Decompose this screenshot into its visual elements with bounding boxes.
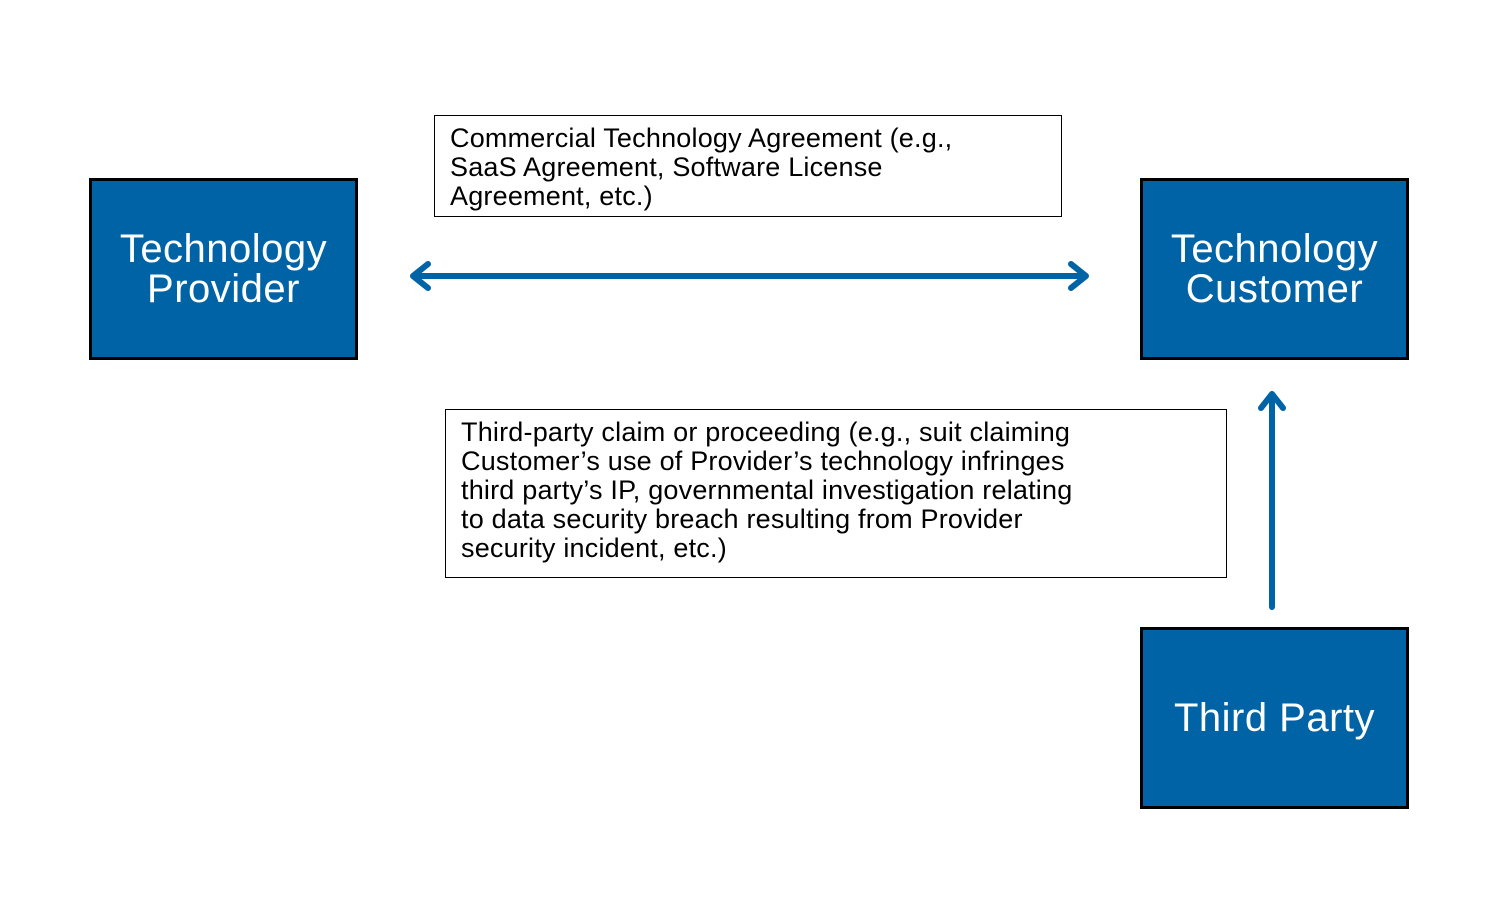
third-party-node: Third Party <box>1140 627 1409 809</box>
claim-note-line: security incident, etc.) <box>461 533 727 563</box>
claim-note-line: to data security breach resulting from P… <box>461 504 1023 534</box>
technology-customer-node: Technology Customer <box>1140 178 1409 360</box>
agreement-note-line: SaaS Agreement, Software License <box>450 152 883 182</box>
claim-note-line: Third-party claim or proceeding (e.g., s… <box>461 417 1071 447</box>
claim-note-line: third party’s IP, governmental investiga… <box>461 475 1073 505</box>
technology-provider-label: Technology Provider <box>119 227 328 311</box>
agreement-note-line: Agreement, etc.) <box>450 181 653 211</box>
claim-note: Third-party claim or proceeding (e.g., s… <box>445 409 1227 578</box>
claim-note-line: Customer’s use of Provider’s technology … <box>461 446 1065 476</box>
claim-connector <box>1258 391 1286 610</box>
claim-connector-arrowhead <box>1258 391 1286 411</box>
agreement-connector-right-arrowhead <box>1068 261 1089 291</box>
agreement-note-line: Commercial Technology Agreement (e.g., <box>450 123 953 153</box>
agreement-connector <box>410 261 1089 291</box>
technology-provider-node: Technology Provider <box>89 178 358 360</box>
technology-customer-label: Technology Customer <box>1170 227 1379 311</box>
third-party-label: Third Party <box>1173 696 1376 740</box>
agreement-connector-left-arrowhead <box>410 261 431 291</box>
agreement-note: Commercial Technology Agreement (e.g., S… <box>434 115 1062 217</box>
